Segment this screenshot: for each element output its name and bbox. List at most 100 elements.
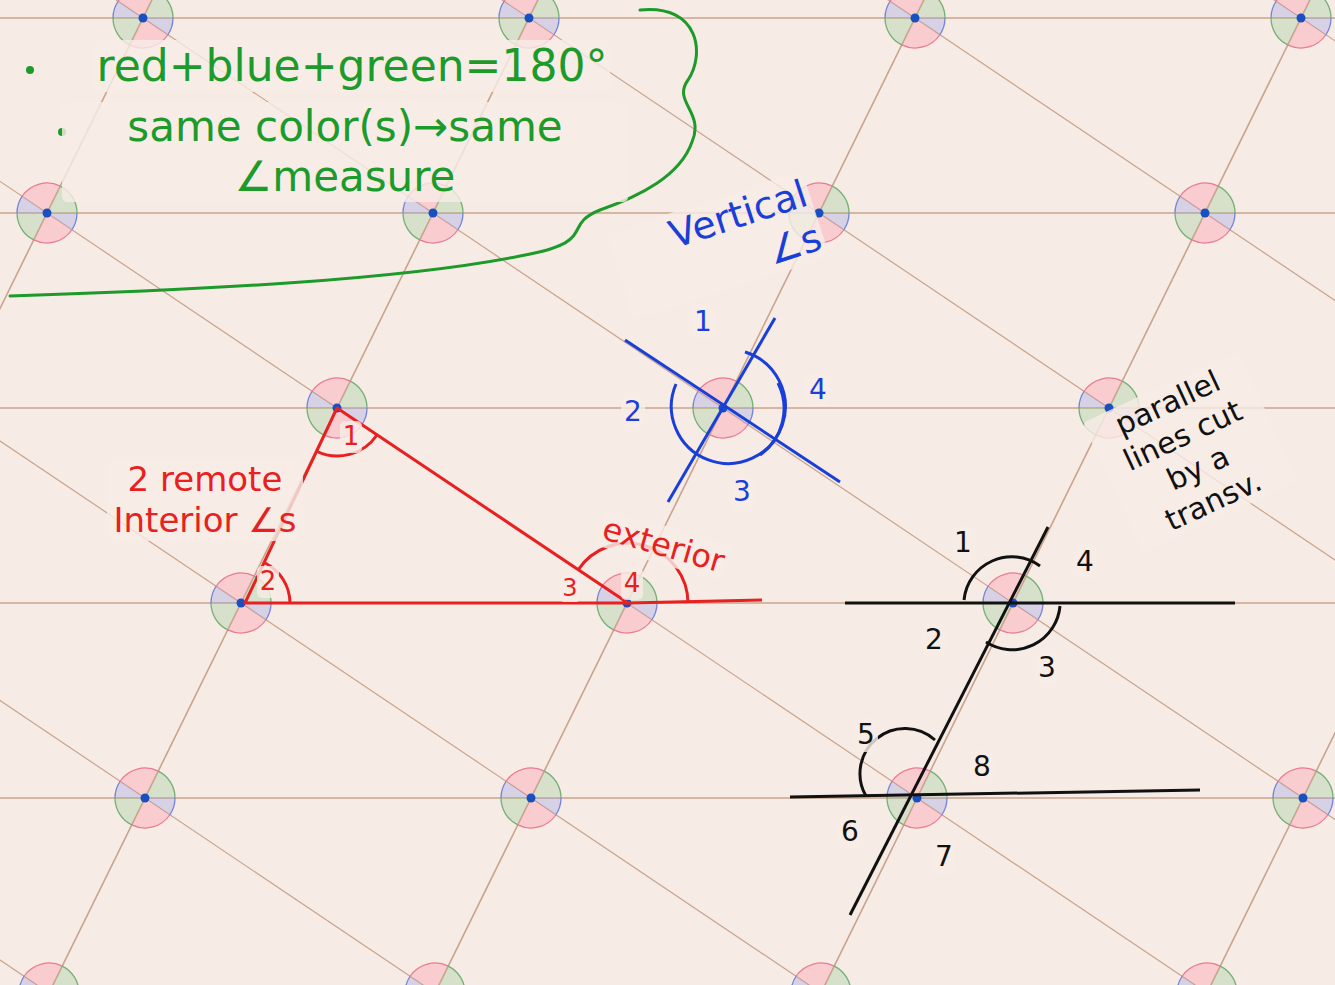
angle-arc [1278,768,1316,781]
angle-arc [736,381,753,408]
note-text: red+blue+green=180° [94,40,611,93]
angle-arc [501,781,506,798]
lattice-point [525,14,534,23]
figure-title: exterior [596,508,733,581]
angle-sector [115,798,145,825]
angle-number: 5 [854,718,878,752]
angle-arc [1316,771,1333,798]
green-bracket [10,10,696,296]
angle-arc [410,963,448,976]
blue-line [668,318,775,502]
angle-sector [403,213,433,240]
angle-arc [1177,976,1182,985]
black-arc [964,557,1040,600]
angle-sector [17,213,47,240]
angle-sector [1273,798,1303,825]
angle-arc [403,213,420,240]
angle-arc [19,976,24,985]
angle-arc [448,966,465,985]
angle-arc [890,0,928,1]
lattice-point [1201,209,1210,218]
angle-arc [1290,815,1328,828]
angle-arc [307,408,324,435]
angle-number: 1 [951,526,975,560]
angle-arc [17,196,22,213]
angle-number: 3 [1035,651,1059,685]
angle-arc [506,768,544,781]
angle-arc [832,186,849,213]
lattice-point [429,209,438,218]
angle-arc [542,0,559,18]
angle-sector [819,186,849,213]
lattice-line [721,0,1335,985]
angle-arc [1276,0,1314,1]
angle-sector [1207,966,1237,985]
angle-arc [132,815,170,828]
angle-arc [1328,798,1333,815]
blue-line [625,340,840,482]
angle-arc [17,213,34,240]
angle-sector [143,0,173,18]
angle-number: 3 [559,574,580,603]
angle-sector [501,798,531,825]
transversal [850,527,1048,915]
angle-sector [915,0,945,18]
angle-sector [1303,771,1333,798]
angle-arc [518,815,556,828]
angle-number: 2 [621,395,645,429]
angle-arc [885,18,902,45]
angle-arc [597,586,602,603]
angle-number: 6 [838,815,862,849]
angle-sector [885,18,915,45]
angle-sector [723,381,753,408]
angle-arc [554,18,559,35]
angle-arc [928,0,945,18]
angle-arc [942,798,947,815]
angle-arc [211,586,216,603]
lattice-point [43,209,52,218]
angle-arc [693,391,698,408]
angle-arc [156,0,173,18]
angle-arc [216,573,254,586]
angle-arc [1271,18,1288,45]
lattice-point [1299,794,1308,803]
angle-arc [158,771,175,798]
angle-arc [1273,798,1290,825]
angle-arc [350,381,367,408]
angle-arc [904,815,942,828]
angle-arc [1273,781,1278,798]
angle-arc [1079,391,1084,408]
lattice-point [911,14,920,23]
angle-number: 2 [257,566,280,597]
angle-sector [821,966,851,985]
angle-number: 8 [970,750,994,784]
angle-arc [698,378,736,391]
angle-arc [266,603,271,620]
angle-number: 2 [922,623,946,657]
lattice-line [0,0,629,985]
angle-arc [72,213,77,230]
angle-number: 1 [340,421,363,452]
angle-arc [791,976,796,985]
black-arc [986,606,1060,650]
angle-sector [307,408,337,435]
angle-arc [834,966,851,985]
angle-number: 4 [621,568,644,599]
angle-arc [1314,0,1331,18]
lattice-line [629,0,1335,985]
angle-arc [24,963,62,976]
note-text: same color(s)→same ∠measure [62,102,628,203]
lattice-point [139,14,148,23]
angle-number: 1 [691,305,715,339]
angle-sector [1301,0,1331,18]
red-extension [628,600,762,603]
angle-arc [362,408,367,425]
angle-arc [168,18,173,35]
angle-arc [170,798,175,815]
angle-arc [115,781,120,798]
angle-arc [504,0,542,1]
angle-number: 3 [730,475,754,509]
angle-arc [312,378,350,391]
